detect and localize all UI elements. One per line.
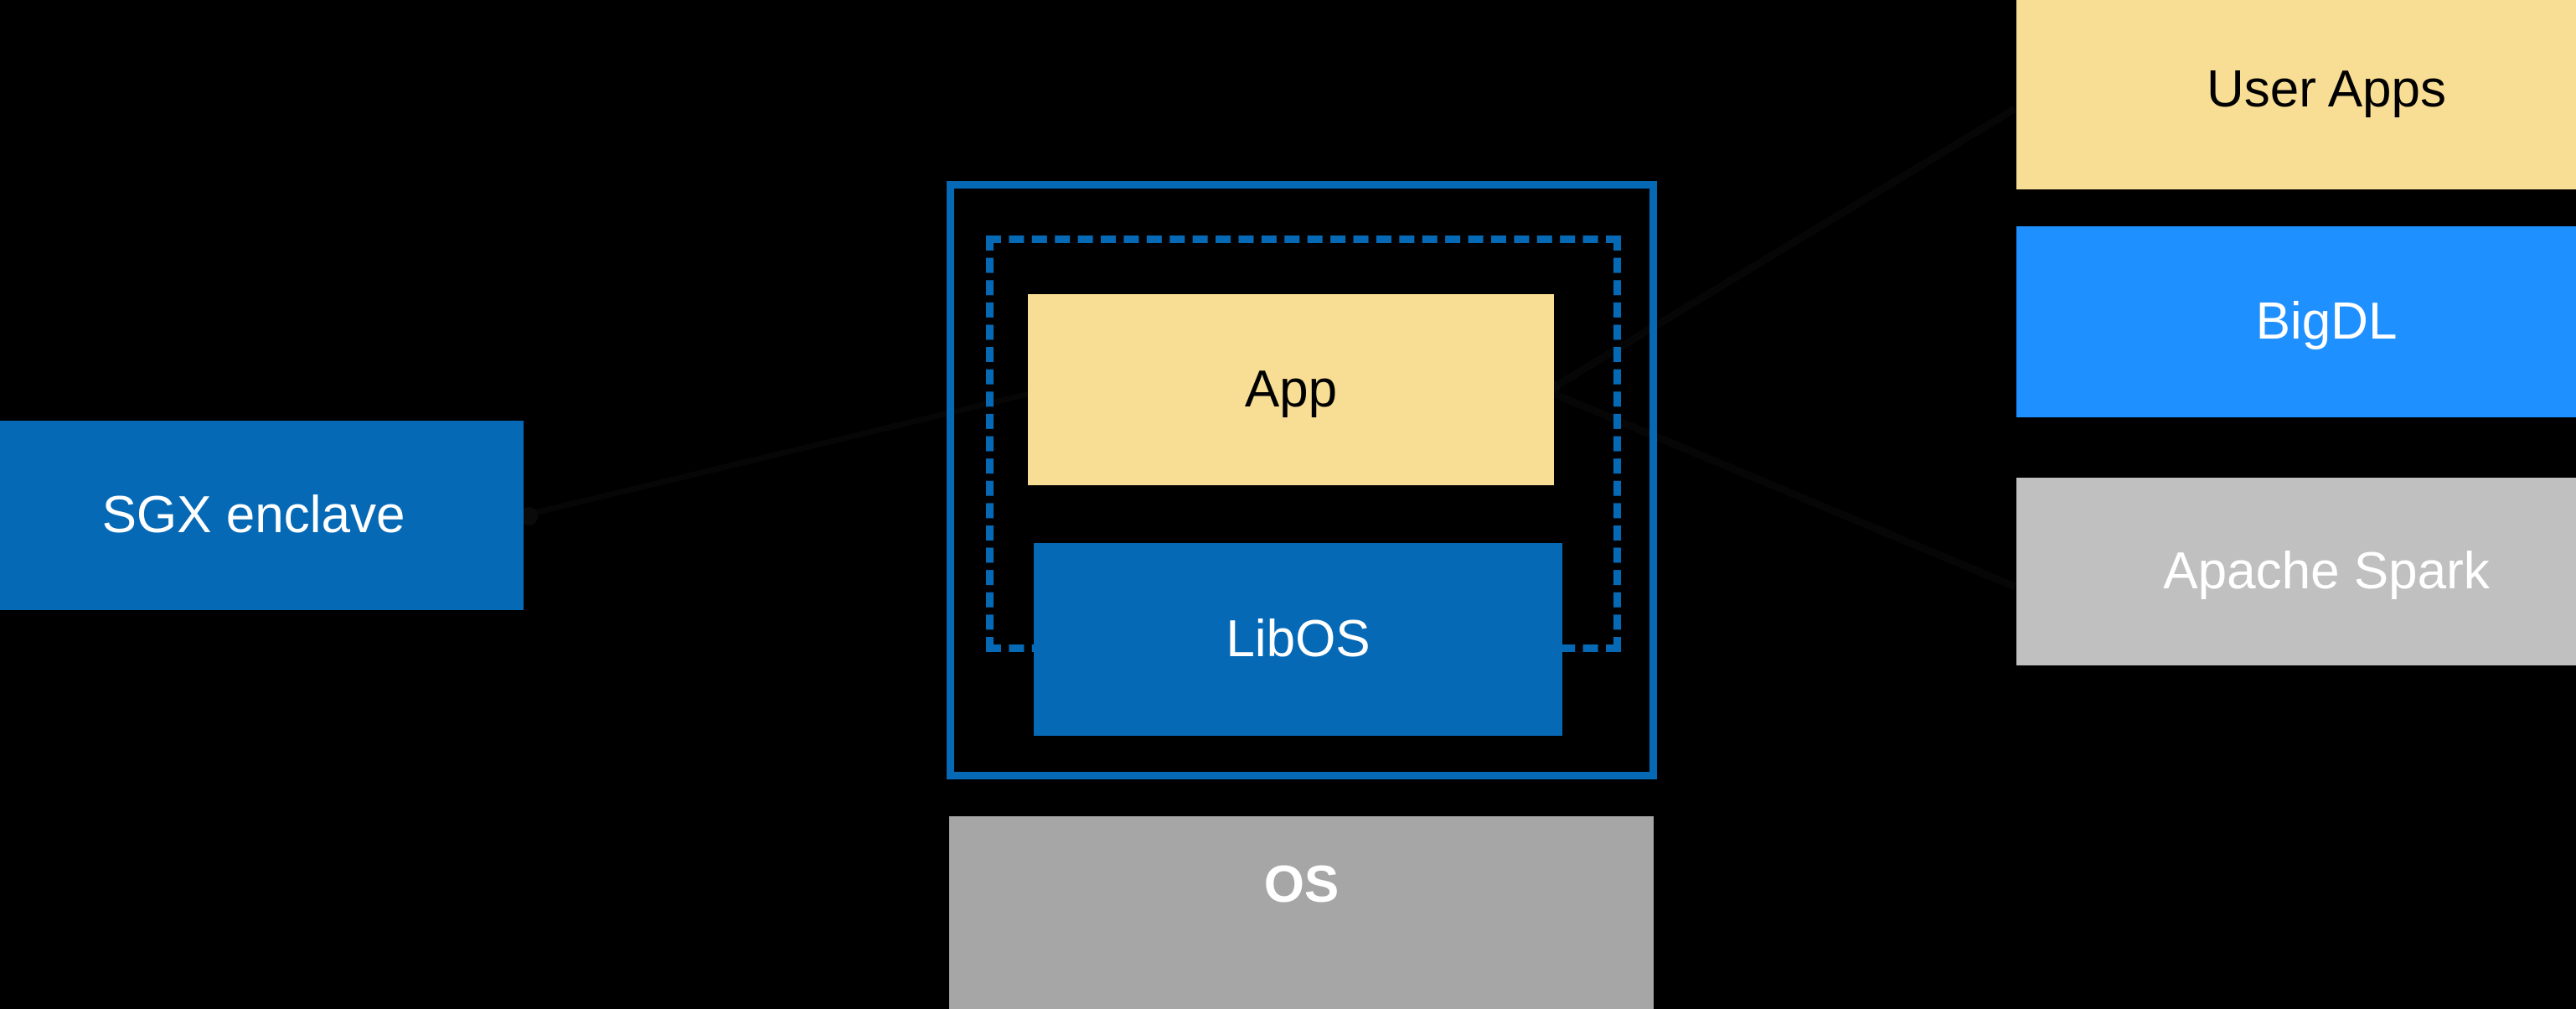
user-apps-box[interactable]: User Apps	[2016, 0, 2576, 189]
sgx-enclave-label: SGX enclave	[101, 485, 405, 544]
apache-spark-label: Apache Spark	[2163, 541, 2490, 600]
bigdl-label: BigDL	[2255, 292, 2398, 350]
app-box[interactable]: App	[1028, 294, 1554, 485]
sgx-enclave-box[interactable]: SGX enclave	[0, 421, 524, 610]
apache-spark-box[interactable]: Apache Spark	[2016, 478, 2576, 665]
libos-label: LibOS	[1226, 609, 1371, 668]
os-label: OS	[1263, 856, 1340, 913]
enclave-outer-boundary-rect	[947, 181, 1657, 779]
bigdl-box[interactable]: BigDL	[2016, 226, 2576, 417]
os-box[interactable]: OS	[949, 816, 1654, 1009]
user-apps-label: User Apps	[2206, 60, 2447, 118]
app-label: App	[1244, 360, 1338, 418]
libos-box[interactable]: LibOS	[1034, 543, 1562, 736]
